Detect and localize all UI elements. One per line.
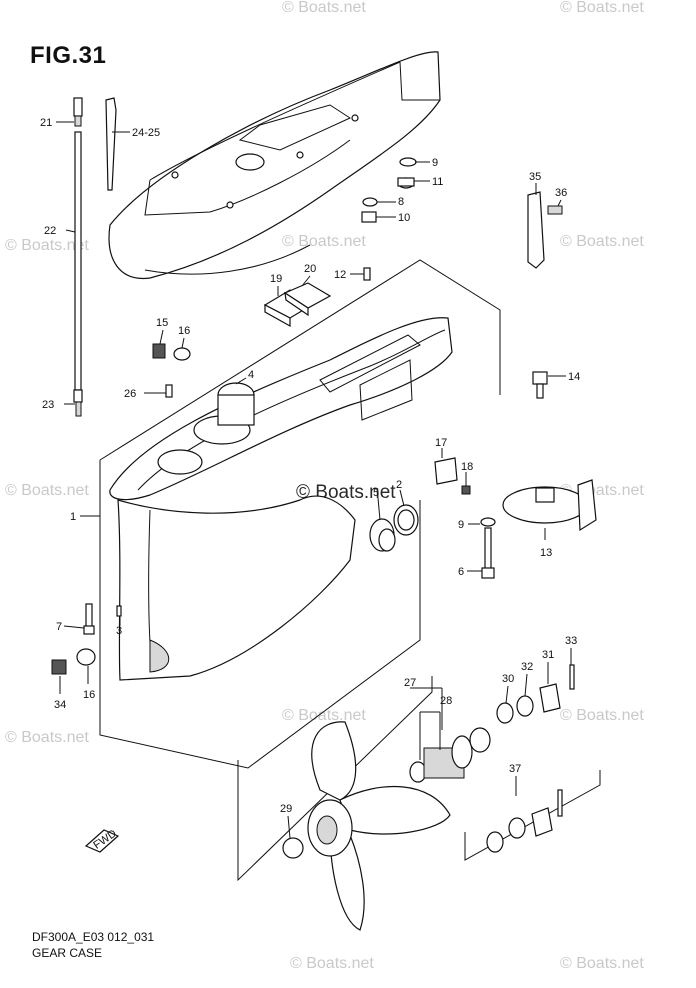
callout-29: 29 — [280, 803, 292, 815]
lower-fasteners — [51, 603, 122, 675]
callout-35: 35 — [529, 171, 541, 183]
figure-title: FIG.31 — [30, 42, 107, 69]
model-code: DF300A_E03 012_031 — [32, 930, 155, 944]
callout-7: 7 — [56, 621, 62, 633]
watermark: © Boats.net — [5, 237, 89, 254]
watermark: © Boats.net — [560, 707, 644, 724]
gear-case-housing — [109, 317, 453, 681]
watermark: © Boats.net — [282, 233, 366, 250]
shift-rod — [73, 97, 117, 417]
callout-9: 9 — [432, 157, 438, 169]
callout-19: 19 — [270, 273, 282, 285]
cushion-pads — [263, 282, 332, 328]
callout-22: 22 — [44, 225, 56, 237]
callout-32: 32 — [521, 661, 533, 673]
callout-20: 20 — [304, 263, 316, 275]
watermark: © Boats.net — [5, 729, 89, 746]
callout-9-lower: 9 — [458, 519, 464, 531]
callout-14: 14 — [568, 371, 580, 383]
watermark: © Boats.net — [560, 0, 644, 16]
callout-30: 30 — [502, 673, 514, 685]
plate-17 — [434, 457, 471, 495]
callout-16-lower: 16 — [83, 689, 95, 701]
callout-26: 26 — [124, 388, 136, 400]
callout-10: 10 — [398, 212, 410, 224]
callout-12: 12 — [334, 269, 346, 281]
callout-18: 18 — [461, 461, 473, 473]
bolt-14 — [532, 371, 548, 399]
watermark: © Boats.net — [560, 233, 644, 250]
callout-labels: 21 24-25 22 23 9 11 8 10 35 36 19 20 12 … — [40, 117, 580, 815]
callout-4: 4 — [248, 369, 254, 381]
watermark: © Boats.net — [282, 0, 366, 16]
upper-cover — [108, 51, 441, 280]
prop-hardware — [409, 664, 575, 853]
bracket-35 — [527, 191, 563, 269]
callout-2: 2 — [396, 479, 402, 491]
callout-36: 36 — [555, 187, 567, 199]
callout-24-25: 24-25 — [132, 127, 160, 139]
callout-15: 15 — [156, 317, 168, 329]
callout-37: 37 — [509, 763, 521, 775]
callout-3: 3 — [116, 625, 122, 637]
callout-23: 23 — [42, 399, 54, 411]
callout-33: 33 — [565, 635, 577, 647]
callout-17: 17 — [435, 437, 447, 449]
callout-21: 21 — [40, 117, 52, 129]
callout-34: 34 — [54, 699, 66, 711]
watermark: © Boats.net — [282, 707, 366, 724]
trim-tab-anode — [502, 479, 597, 532]
callout-27: 27 — [404, 677, 416, 689]
seals — [369, 504, 419, 552]
pin — [363, 267, 371, 281]
fwd-arrow-icon: FWD — [84, 828, 120, 853]
bolt-6 — [480, 517, 496, 579]
callout-11: 11 — [432, 176, 443, 188]
callout-16: 16 — [178, 325, 190, 337]
propeller — [282, 721, 451, 931]
callout-5: 5 — [373, 487, 379, 499]
watermark: © Boats.net — [5, 482, 89, 499]
callout-28: 28 — [440, 695, 452, 707]
callout-8: 8 — [398, 196, 404, 208]
small-fasteners-top — [361, 157, 417, 223]
leader-lines — [56, 121, 572, 839]
callout-31: 31 — [542, 649, 554, 661]
section-name: GEAR CASE — [32, 946, 103, 960]
callout-1: 1 — [70, 511, 76, 523]
callout-6: 6 — [458, 566, 464, 578]
watermark: © Boats.net — [560, 955, 644, 972]
bolts-left — [152, 343, 191, 398]
callout-13: 13 — [540, 547, 552, 559]
watermark: © Boats.net — [290, 955, 374, 972]
